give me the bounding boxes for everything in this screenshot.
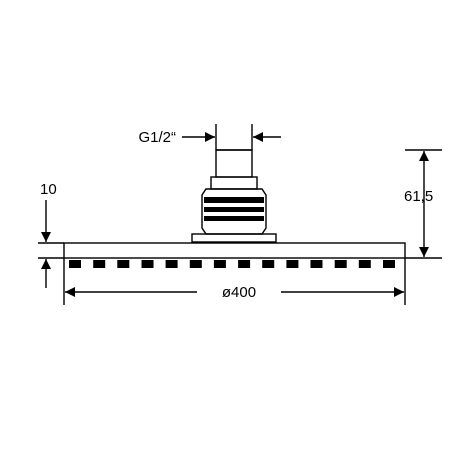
diameter-label: ø400 <box>222 284 256 301</box>
connector-neck <box>215 149 253 178</box>
shower-plate <box>63 242 406 259</box>
nozzle <box>213 260 226 268</box>
nozzle <box>117 260 130 268</box>
dimension-connection <box>182 124 281 150</box>
nozzle-row <box>69 260 395 268</box>
nozzle <box>286 260 299 268</box>
dimension-plate-thickness <box>38 200 64 288</box>
nozzle <box>262 260 275 268</box>
nozzle <box>334 260 347 268</box>
dimension-diameter <box>63 258 406 305</box>
nozzle <box>69 260 81 268</box>
swivel-thread-bands <box>204 197 264 221</box>
nozzle <box>238 260 251 268</box>
nozzle <box>358 260 371 268</box>
nozzle <box>383 260 395 268</box>
nozzle <box>310 260 323 268</box>
nozzle <box>165 260 178 268</box>
nozzle <box>189 260 202 268</box>
connector-collar <box>210 176 258 190</box>
shower-head-body <box>63 149 406 259</box>
plate-thickness-label: 10 <box>40 181 57 198</box>
connection-label: G1/2“ <box>138 129 176 146</box>
dimension-total-height <box>405 149 442 259</box>
total-height-label: 61,5 <box>404 188 433 205</box>
nozzle <box>141 260 154 268</box>
nozzle <box>93 260 106 268</box>
base-flange <box>191 233 277 243</box>
